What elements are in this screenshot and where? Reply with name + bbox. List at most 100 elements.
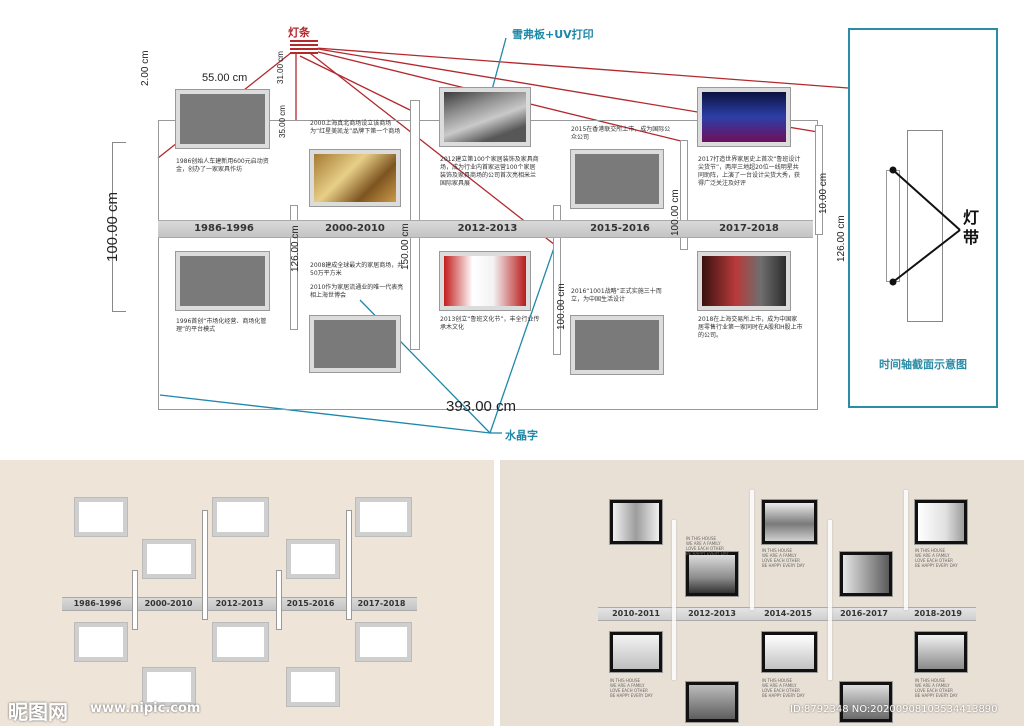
br-caption-5: IN THIS HOUSE WE ARE A FAMILY LOVE EACH …: [762, 678, 805, 698]
section-diagram-box: 灯带 时间轴截面示意图: [848, 28, 998, 408]
dim-31cm: 31.00 cm: [276, 51, 285, 84]
br-photo-10: [915, 632, 967, 672]
dim-100cm-c: 100.00 cm: [670, 189, 681, 236]
photo-frame-2015: [571, 150, 663, 208]
render-right-panel: 2010-2011 2012-2013 2014-2015 2016-2017 …: [500, 460, 1024, 726]
dim-10cm: 10.00 cm: [818, 172, 829, 214]
text-1996: 1996首创“市场化经营、商场化管理”的平台模式: [176, 318, 267, 333]
post-5: [815, 125, 823, 235]
bl-frame-6: [213, 623, 268, 661]
bl-period-3: 2012-2013: [215, 599, 264, 608]
dim-126cm-a: 126.00 cm: [290, 225, 301, 272]
blue-leader-crystal-c: [489, 244, 556, 434]
render-left-panel: 1986-1996 2000-2010 2012-2013 2015-2016 …: [0, 460, 494, 726]
red-leader-2012: [305, 49, 556, 246]
watermark-logo: 昵图网: [8, 700, 68, 724]
period-2012: 2012-2013: [457, 223, 518, 234]
period-2015: 2015-2016: [590, 223, 650, 234]
br-caption-6: IN THIS HOUSE WE ARE A FAMILY LOVE EACH …: [915, 678, 958, 698]
red-leader-2000b: [299, 55, 411, 111]
br-caption-3: IN THIS HOUSE WE ARE A FAMILY LOVE EACH …: [915, 548, 958, 568]
dim-2cm: 2.00 cm: [140, 50, 151, 86]
post-1: [290, 205, 298, 330]
text-2008: 2008建成全球最大的家居商场，共50万平方米: [310, 262, 404, 277]
light-strip-icon: [290, 40, 318, 54]
bl-frame-2: [75, 623, 127, 661]
bl-period-5: 2017-2018: [357, 599, 406, 608]
text-2016: 2016“1001战略”正式实施三十而立，为中国生活设计: [571, 288, 662, 303]
section-label-light-band: 灯带: [962, 208, 979, 247]
br-timeline-band: 2010-2011 2012-2013 2014-2015 2016-2017 …: [598, 607, 976, 621]
photo-frame-1986: [176, 90, 269, 148]
bl-post-1: [132, 570, 138, 630]
dim-150cm: 150.00 cm: [400, 223, 411, 270]
bl-period-1: 1986-1996: [73, 599, 122, 608]
br-post-2: [750, 490, 754, 610]
section-profile-outline: [907, 130, 943, 322]
text-2012: 2012建立第100个家居装饰及家具商场，成为行业内首家运营100个家居装饰及家…: [440, 156, 539, 187]
bl-frame-7: [287, 540, 339, 578]
br-photo-5: [762, 500, 817, 544]
text-2000: 2000上海真北商场设立该商场为“红星美凯龙”品牌下第一个商场: [310, 120, 401, 135]
dim-100cm-mid: 100.00 cm: [556, 283, 567, 330]
watermark-id: ID:8792348 NO:20200908103534413890: [790, 704, 998, 715]
text-2018: 2018在上海交易所上市，成为中国家居零售行业第一家同时在A股和H股上市的公司。: [698, 316, 803, 339]
bl-frame-10: [356, 623, 411, 661]
text-2017: 2017打造世界家居史上首次“鲁班设计尖货节”，两岸三地超20位一线明星共同助阵…: [698, 156, 801, 187]
br-post-3: [828, 520, 832, 680]
text-2010: 2010作为家居流通业的唯一代表亮相上海世博会: [310, 284, 404, 299]
text-1986: 1986创始人车建新用600元启动资金，创办了一家家具作坊: [176, 158, 269, 173]
led-dot-top: [889, 166, 897, 174]
photo-luban-festival: [440, 252, 530, 310]
period-2000: 2000-2010: [325, 223, 385, 234]
br-post-4: [904, 490, 908, 610]
dim-100cm-left: 100.00 cm: [104, 191, 121, 262]
dim-55cm: 55.00 cm: [202, 72, 248, 84]
br-period-1: 2010-2011: [612, 609, 660, 618]
br-caption-4: IN THIS HOUSE WE ARE A FAMILY LOVE EACH …: [610, 678, 653, 698]
bl-post-3: [276, 570, 282, 630]
text-2013: 2013创立“鲁班文化节”，丰全行业传承木文化: [440, 316, 540, 331]
watermark-url: www.nipic.com: [90, 701, 201, 716]
panel-divider: [0, 455, 1024, 460]
photo-stage-show: [698, 88, 790, 146]
br-photo-7: [840, 552, 892, 596]
br-photo-6: [762, 632, 817, 672]
dim-393cm: 393.00 cm: [446, 398, 517, 415]
photo-frame-2016: [571, 316, 663, 374]
bl-frame-5: [213, 498, 268, 536]
bl-post-2: [202, 510, 208, 620]
bl-frame-8: [287, 668, 339, 706]
br-period-5: 2018-2019: [914, 609, 962, 618]
top-panel: 灯条 雪弗板+UV打印 水晶字 1986-1996 2000-2010 2012…: [104, 26, 998, 442]
br-post-1: [672, 520, 676, 680]
text-2015: 2015在香港联交所上市，成为国际公众公司: [571, 126, 671, 141]
photo-listing-ceremony: [698, 252, 790, 310]
period-2017: 2017-2018: [719, 223, 779, 234]
br-photo-3: [686, 552, 738, 596]
bl-frame-1: [75, 498, 127, 536]
post-4: [680, 140, 688, 250]
br-photo-1: [610, 500, 662, 544]
bracket-100cm: [112, 142, 126, 312]
callout-crystal-text: 水晶字: [505, 429, 538, 442]
br-period-3: 2014-2015: [764, 609, 812, 618]
callout-foam-board: 雪弗板+UV打印: [512, 28, 594, 41]
bl-timeline-band: 1986-1996 2000-2010 2012-2013 2015-2016 …: [62, 597, 417, 611]
br-period-2: 2012-2013: [688, 609, 736, 618]
bl-frame-3: [143, 540, 195, 578]
dim-35cm: 35.00 cm: [278, 105, 287, 138]
red-leader-section: [315, 47, 849, 89]
br-photo-9: [915, 500, 967, 544]
br-photo-8: [840, 682, 892, 722]
bl-post-4: [346, 510, 352, 620]
bl-period-4: 2015-2016: [286, 599, 335, 608]
photo-frame-1996: [176, 252, 269, 310]
bl-period-2: 2000-2010: [144, 599, 193, 608]
blue-leader-crystal-b: [159, 394, 491, 434]
section-caption: 时间轴截面示意图: [879, 358, 967, 371]
br-caption-2: IN THIS HOUSE WE ARE A FAMILY LOVE EACH …: [762, 548, 805, 568]
photo-frame-2010: [310, 316, 400, 372]
dim-126cm-b: 126.00 cm: [836, 215, 847, 262]
br-period-4: 2016-2017: [840, 609, 888, 618]
